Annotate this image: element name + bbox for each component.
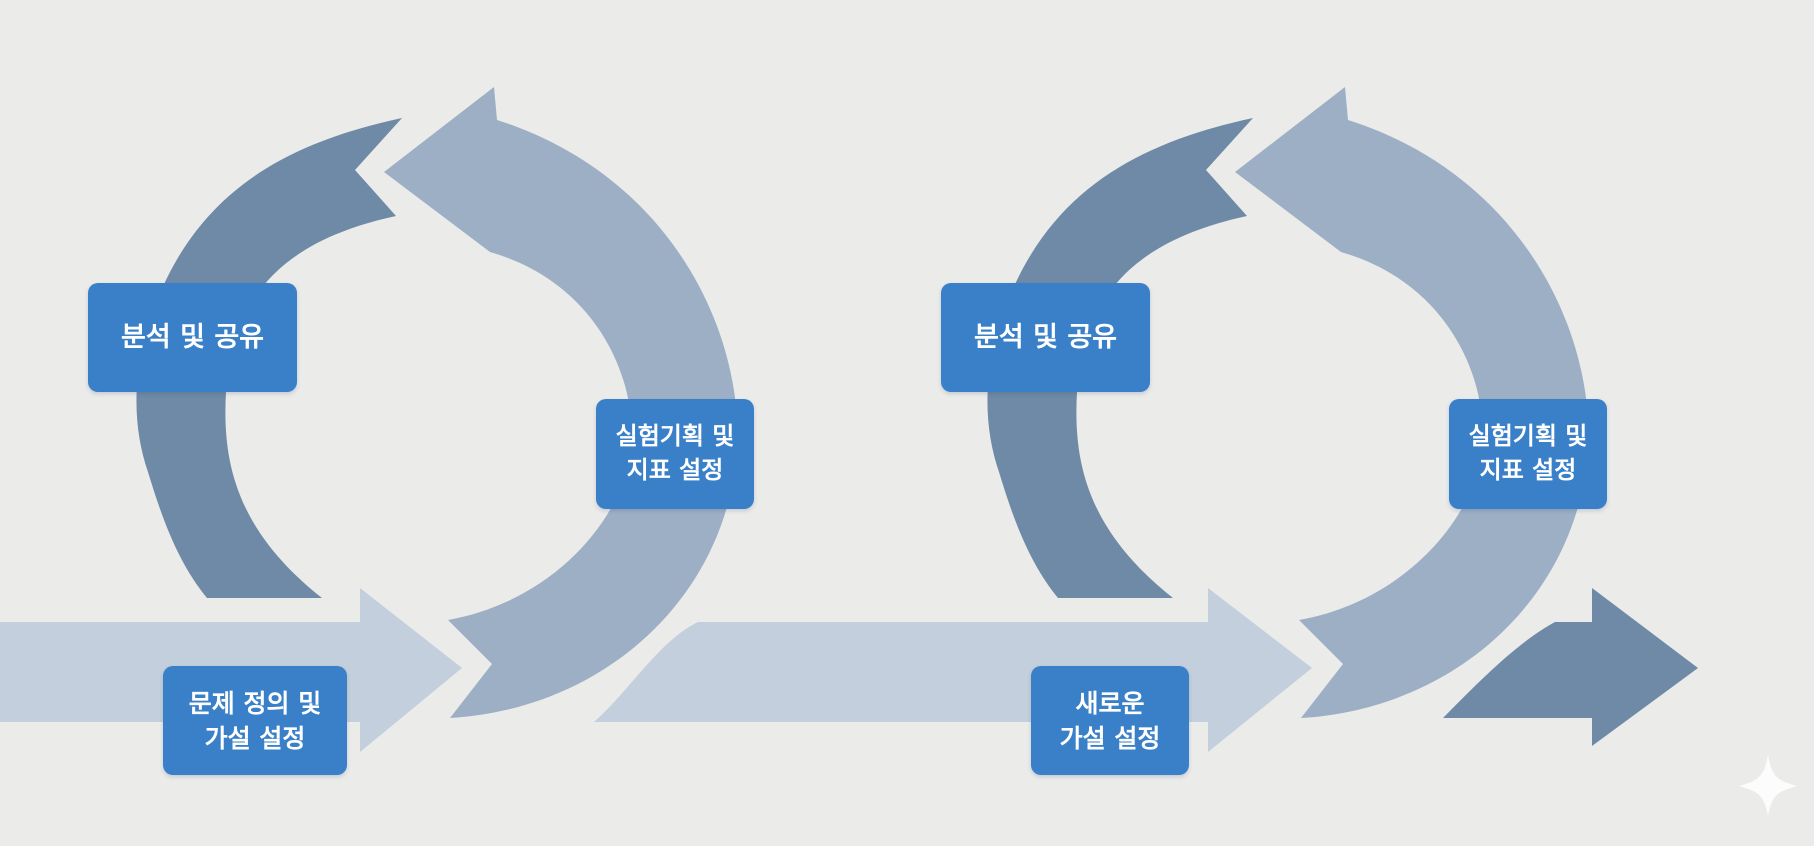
new-hypothesis-text-1: 새로운 xyxy=(1075,688,1145,718)
problem-definition-label: 문제 정의 및 가설 설정 xyxy=(163,666,347,775)
experiment-planning-text-1: 실험기획 및 xyxy=(615,422,735,451)
left-arc-arrow-2 xyxy=(987,118,1253,598)
analysis-share-label: 분석 및 공유 xyxy=(88,283,297,392)
transition-arrow xyxy=(594,588,1312,752)
problem-definition-text-2: 가설 설정 xyxy=(204,723,306,753)
right-arc-arrow xyxy=(384,87,738,718)
experiment-planning-text-4: 지표 설정 xyxy=(1479,456,1577,484)
exit-arrow xyxy=(1443,588,1698,746)
left-arc-arrow xyxy=(136,118,402,598)
experiment-planning-text-2: 지표 설정 xyxy=(626,456,724,484)
sparkle-icon xyxy=(1739,755,1797,816)
experiment-planning-label-2: 실험기획 및 지표 설정 xyxy=(1449,399,1607,509)
analysis-share-text-2: 분석 및 공유 xyxy=(974,321,1117,353)
cycle-2 xyxy=(987,87,1698,746)
problem-definition-text-1: 문제 정의 및 xyxy=(188,688,322,718)
new-hypothesis-text-2: 가설 설정 xyxy=(1059,723,1161,753)
new-hypothesis-label: 새로운 가설 설정 xyxy=(1031,666,1189,775)
experiment-planning-label: 실험기획 및 지표 설정 xyxy=(596,399,754,509)
experiment-planning-text-3: 실험기획 및 xyxy=(1468,422,1588,451)
right-arc-arrow-2 xyxy=(1235,87,1589,718)
analysis-share-text: 분석 및 공유 xyxy=(121,321,264,353)
analysis-share-label-2: 분석 및 공유 xyxy=(941,283,1150,392)
